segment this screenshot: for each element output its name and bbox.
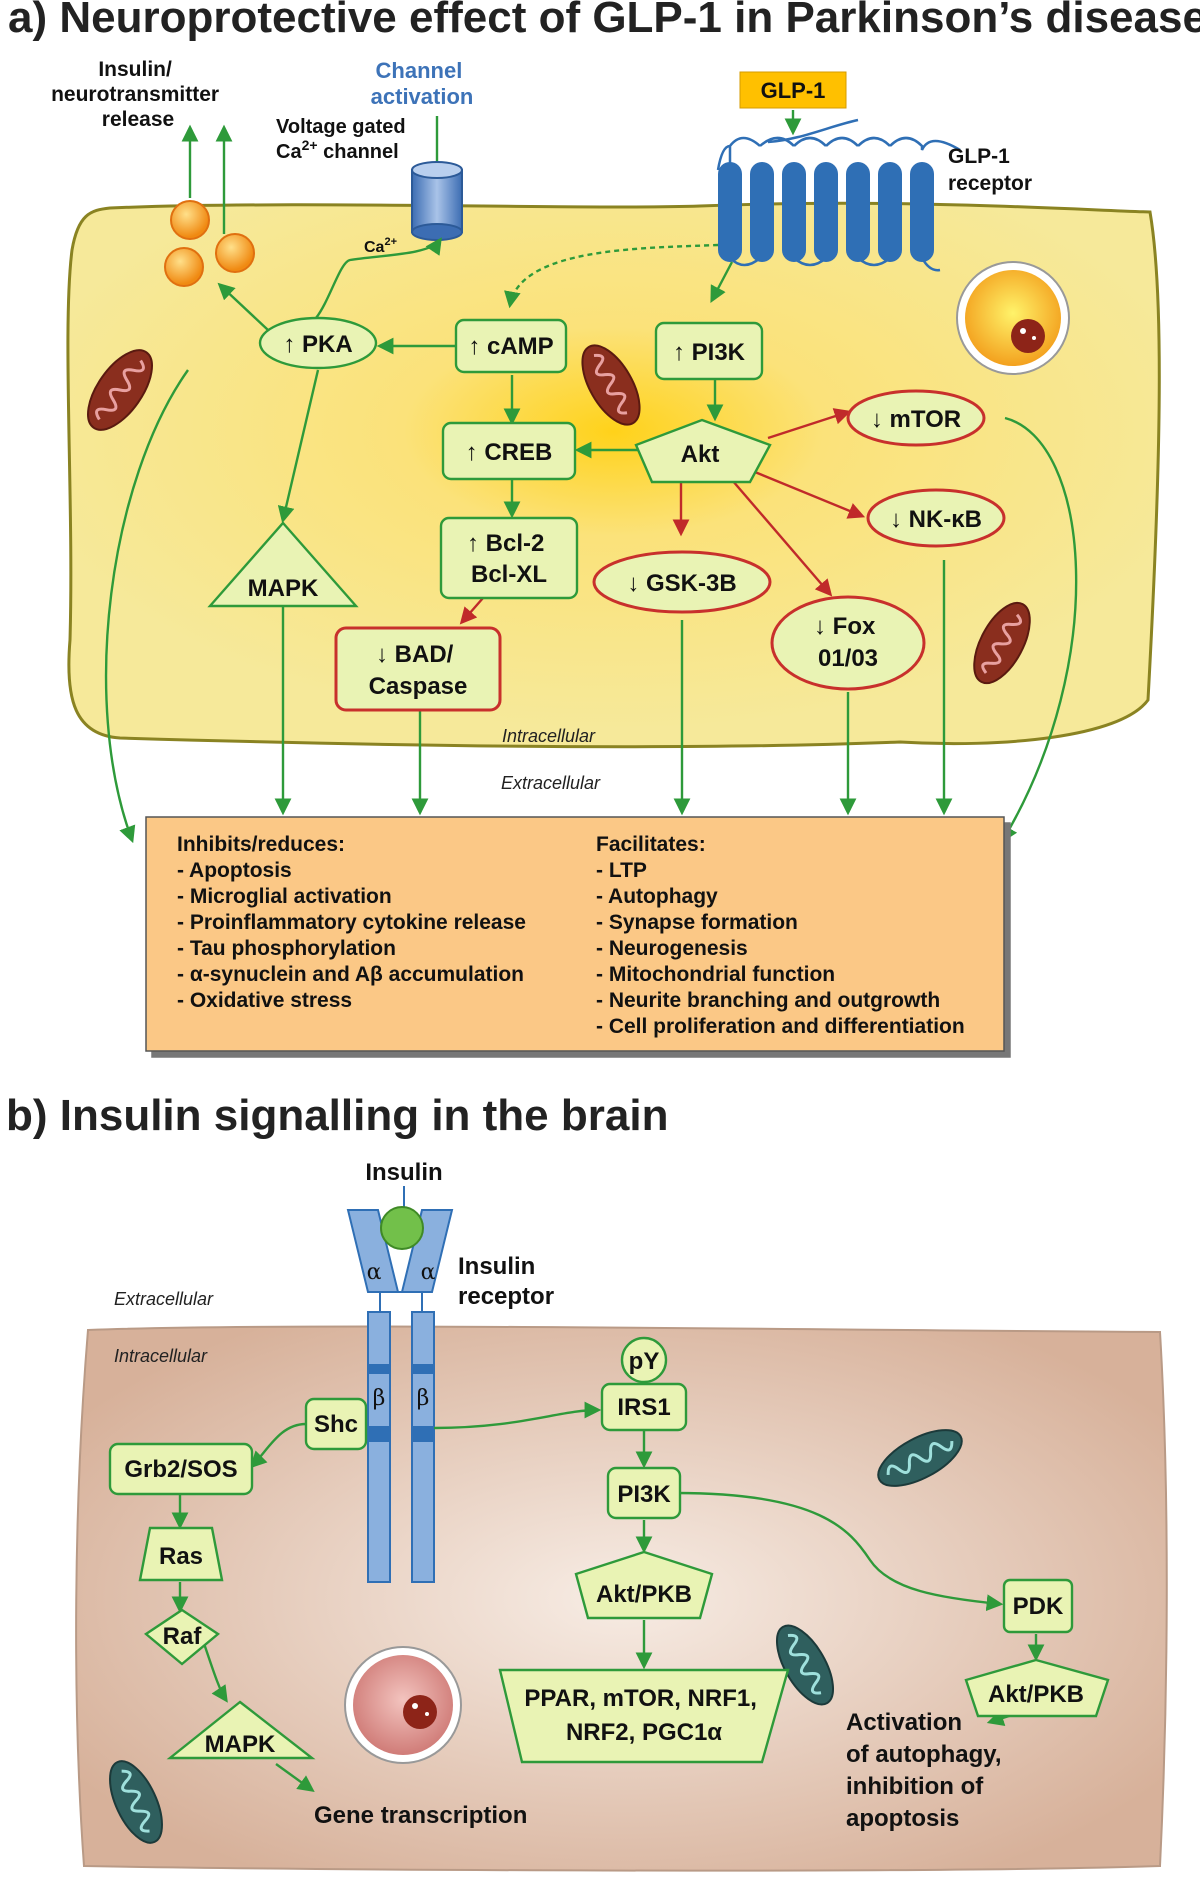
svg-text:Shc: Shc <box>314 1411 358 1438</box>
irs1-node: IRS1 <box>600 1382 688 1432</box>
mitochondrion-icon <box>87 349 153 431</box>
shc-node: Shc <box>304 1397 368 1451</box>
ca-label: Ca2+ <box>364 236 397 256</box>
svg-text:PI3K: PI3K <box>617 1481 671 1508</box>
svg-text:↓ GSK-3B: ↓ GSK-3B <box>627 570 736 597</box>
beta-label: β <box>373 1386 386 1411</box>
svg-text:↑ cAMP: ↑ cAMP <box>468 333 553 360</box>
alpha-label: α <box>421 1260 436 1285</box>
calcium-channel <box>411 161 463 241</box>
vgcc-label: Voltage gated Ca2+ channel <box>276 116 411 163</box>
activation-label: Activation of autophagy, inhibition of a… <box>846 1709 1008 1832</box>
svg-text:pY: pY <box>629 1348 660 1375</box>
extracellular-label-b: Extracellular <box>114 1289 214 1309</box>
akt-pkb-node-2: Akt/PKB <box>964 1658 1110 1718</box>
pka-node: ↑ PKA <box>258 316 378 370</box>
gene-transcription-label: Gene transcription <box>314 1802 527 1829</box>
intracellular-label-a: Intracellular <box>502 726 596 746</box>
mitochondrion-icon <box>581 344 641 426</box>
svg-text:↓ NK-κB: ↓ NK-κB <box>890 506 982 533</box>
alpha-label: α <box>367 1260 382 1285</box>
svg-text:IRS1: IRS1 <box>617 1394 670 1421</box>
ras-node: Ras <box>138 1526 224 1582</box>
svg-text:MAPK: MAPK <box>205 1731 276 1758</box>
py-node: pY <box>620 1336 668 1384</box>
svg-text:MAPK: MAPK <box>248 575 319 602</box>
glp1-receptor <box>716 118 961 272</box>
svg-text:PDK: PDK <box>1013 1593 1064 1620</box>
svg-text:Akt/PKB: Akt/PKB <box>988 1681 1084 1708</box>
pdk-node: PDK <box>1002 1578 1074 1634</box>
gsk3b-node: ↓ GSK-3B <box>592 550 772 614</box>
nucleus-a <box>956 261 1070 375</box>
mapk-node-a: MAPK <box>207 521 359 608</box>
extracellular-label-a: Extracellular <box>501 773 601 793</box>
release-label: Insulin/ neurotransmitter release <box>51 58 225 131</box>
mitochondrion-icon <box>973 601 1031 685</box>
svg-text:↑ Bcl-2 Bcl-XL: ↑ Bcl-2 Bcl-XL <box>467 530 551 588</box>
grb2-sos-node: Grb2/SOS <box>108 1442 254 1496</box>
panel-b-title: b) Insulin signalling in the brain <box>6 1091 668 1140</box>
insulin-receptor-label: Insulin receptor <box>458 1253 554 1310</box>
svg-text:Grb2/SOS: Grb2/SOS <box>124 1456 237 1483</box>
mitochondrion-icon <box>109 1760 163 1844</box>
fox-node: ↓ Fox 01/03 <box>770 595 926 691</box>
bcl-node: ↑ Bcl-2 Bcl-XL <box>439 516 579 600</box>
mitochondrion-icon <box>877 1429 963 1487</box>
pi3k-node: ↑ PI3K <box>654 321 764 381</box>
ppar-node: PPAR, mTOR, NRF1, NRF2, PGC1α <box>498 1668 790 1764</box>
intracellular-label-b: Intracellular <box>114 1346 208 1366</box>
vesicles <box>164 200 255 287</box>
glp1-ligand <box>739 71 847 109</box>
svg-text:Akt/PKB: Akt/PKB <box>596 1581 692 1608</box>
nucleus-b <box>344 1646 462 1764</box>
akt-pkb-node: Akt/PKB <box>574 1550 714 1620</box>
camp-node: ↑ cAMP <box>454 318 568 374</box>
panel-a-title: a) Neuroprotective effect of GLP-1 in Pa… <box>8 0 1200 42</box>
svg-text:↑ PI3K: ↑ PI3K <box>673 339 746 366</box>
facilitates-list: Facilitates: - LTP - Autophagy - Synapse… <box>596 833 965 1038</box>
svg-text:↓ mTOR: ↓ mTOR <box>871 406 961 433</box>
insulin-receptor <box>346 1206 454 1583</box>
akt-node: Akt <box>634 418 772 484</box>
beta-label: β <box>417 1386 430 1411</box>
inhibits-list: Inhibits/reduces: - Apoptosis - Microgli… <box>177 833 532 1012</box>
effects-box <box>145 816 1005 1052</box>
pi3k-node-b: PI3K <box>606 1466 682 1520</box>
svg-text:PPAR, mTOR, NRF1, NRF2,: PPAR, mTOR, NRF1, NRF2, PGC1α <box>524 1685 763 1746</box>
raf-node: Raf <box>143 1608 221 1666</box>
svg-text:Raf: Raf <box>163 1623 203 1650</box>
svg-text:Ras: Ras <box>159 1543 203 1570</box>
glp1-receptor-label: GLP-1 receptor <box>948 145 1032 195</box>
svg-text:↓ BAD/ Caspase: ↓ BAD/ Caspase <box>369 641 468 700</box>
insulin-label: Insulin <box>365 1159 442 1186</box>
glp1-label: GLP-1 <box>761 78 826 103</box>
channel-activation-label: Channel activation <box>371 58 474 109</box>
svg-text:↓ Fox 01/03: ↓ Fox 01/03 <box>814 613 882 672</box>
creb-node: ↑ CREB <box>441 421 577 481</box>
nfkb-node: ↓ NK-κB <box>866 488 1006 548</box>
mtor-node: ↓ mTOR <box>846 389 986 447</box>
mapk-node-b: MAPK <box>166 1700 316 1760</box>
bad-caspase-node: ↓ BAD/ Caspase <box>334 626 502 712</box>
svg-text:↑ PKA: ↑ PKA <box>283 331 352 358</box>
svg-text:Akt: Akt <box>681 441 720 468</box>
svg-text:↑ CREB: ↑ CREB <box>466 439 553 466</box>
